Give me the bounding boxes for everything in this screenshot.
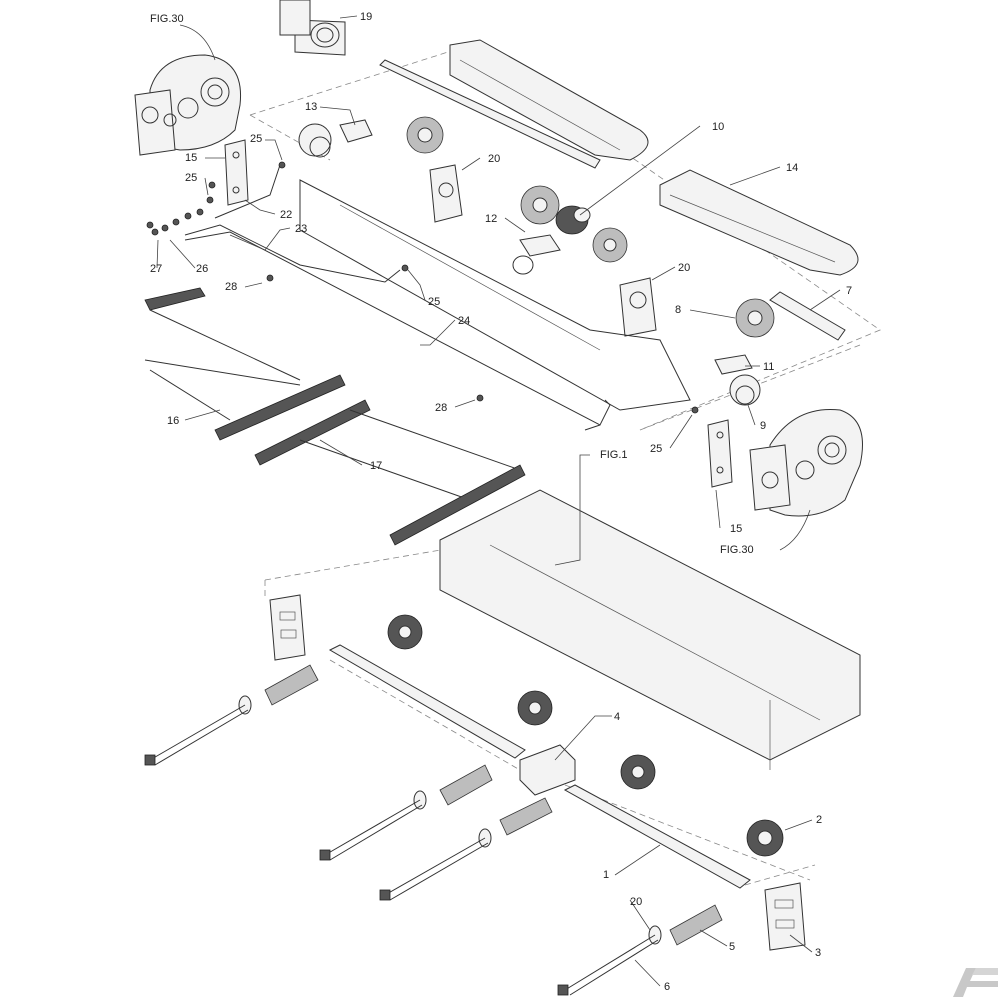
lower-shaft-left — [328, 644, 526, 759]
leader-lines — [156, 15, 841, 987]
callout-9: 9 — [760, 420, 766, 432]
lower-trough-frame — [439, 489, 861, 770]
sprocket-lower-2 — [517, 690, 553, 726]
sprocket-lower-1 — [387, 614, 423, 650]
conveyor-chain-16 — [144, 287, 346, 441]
callout-fig1: FIG.1 — [600, 449, 628, 461]
callout-15a: 15 — [185, 152, 197, 164]
callout-15b: 15 — [730, 523, 742, 535]
callout-20c: 20 — [630, 896, 642, 908]
callout-11: 11 — [763, 361, 774, 373]
callout-25c: 25 — [428, 296, 440, 308]
spring-5 — [669, 904, 723, 946]
callout-27: 27 — [150, 263, 162, 275]
grease-fittings — [146, 161, 699, 414]
bracket-left — [269, 594, 306, 661]
callout-fig30-top: FIG.30 — [150, 13, 184, 25]
shaft-7 — [769, 291, 846, 341]
gearbox-top — [134, 54, 242, 156]
callout-1: 1 — [603, 869, 609, 881]
callout-25d: 25 — [650, 443, 662, 455]
callout-25b: 25 — [185, 172, 197, 184]
sprocket-8 — [735, 298, 775, 338]
guard-plate-14 — [659, 169, 859, 276]
callout-fig30-bottom: FIG.30 — [720, 544, 754, 556]
callout-3: 3 — [815, 947, 821, 959]
tensioner-block-4 — [519, 744, 576, 796]
callout-labels: FIG.30 19 13 25 15 25 22 23 27 26 28 25 … — [150, 11, 852, 993]
callout-20b: 20 — [678, 262, 690, 274]
sprocket-2 — [746, 819, 784, 857]
callout-23: 23 — [295, 223, 307, 235]
callout-12: 12 — [485, 213, 497, 225]
guard-plate-top — [449, 39, 649, 161]
plate-11 — [714, 354, 753, 375]
callout-24: 24 — [458, 315, 470, 327]
gearbox-bottom — [749, 408, 863, 517]
callout-2: 2 — [816, 814, 822, 826]
callout-25a: 25 — [250, 133, 262, 145]
plate-13 — [339, 119, 373, 143]
washers — [238, 695, 662, 945]
bushing-upper — [298, 123, 332, 158]
sprocket-upper-2 — [520, 185, 560, 225]
plate-12 — [519, 234, 561, 257]
callout-28b: 28 — [435, 402, 447, 414]
bracket-3 — [764, 882, 806, 951]
callout-4: 4 — [614, 711, 620, 723]
callout-5: 5 — [729, 941, 735, 953]
spring-upper-left — [264, 664, 319, 706]
bearing-plate-20-middle — [619, 277, 657, 337]
spring-middle — [439, 764, 493, 806]
upper-frame-pan — [299, 179, 691, 411]
sprocket-upper-3 — [592, 227, 628, 263]
callout-17: 17 — [370, 460, 382, 472]
bracket-15-upper — [224, 139, 249, 206]
callout-6: 6 — [664, 981, 670, 993]
bushing-10 — [555, 205, 591, 235]
tension-rods — [144, 704, 659, 996]
callout-8: 8 — [675, 304, 681, 316]
callout-26: 26 — [196, 263, 208, 275]
callout-16: 16 — [167, 415, 179, 427]
callout-10: 10 — [712, 121, 724, 133]
upper-shaft — [379, 59, 601, 169]
sprocket-upper-1 — [406, 116, 444, 154]
callout-14: 14 — [786, 162, 798, 174]
watermark-logo — [953, 968, 998, 997]
callout-20a: 20 — [488, 153, 500, 165]
sprocket-lower-3 — [620, 754, 656, 790]
bearing-flange-19 — [279, 0, 346, 56]
bushing-9 — [729, 374, 761, 406]
spring-lower-middle — [499, 797, 553, 836]
callout-22: 22 — [280, 209, 292, 221]
callout-19: 19 — [360, 11, 372, 23]
bearing-plate-20-upper — [429, 164, 463, 223]
callout-28a: 28 — [225, 281, 237, 293]
ring — [512, 255, 534, 275]
lower-shaft-1 — [563, 784, 751, 889]
grease-lines — [184, 164, 611, 431]
callout-13: 13 — [305, 101, 317, 113]
conveyor-chain-17 — [254, 399, 526, 546]
bracket-15-lower — [707, 419, 733, 488]
callout-7: 7 — [846, 285, 852, 297]
